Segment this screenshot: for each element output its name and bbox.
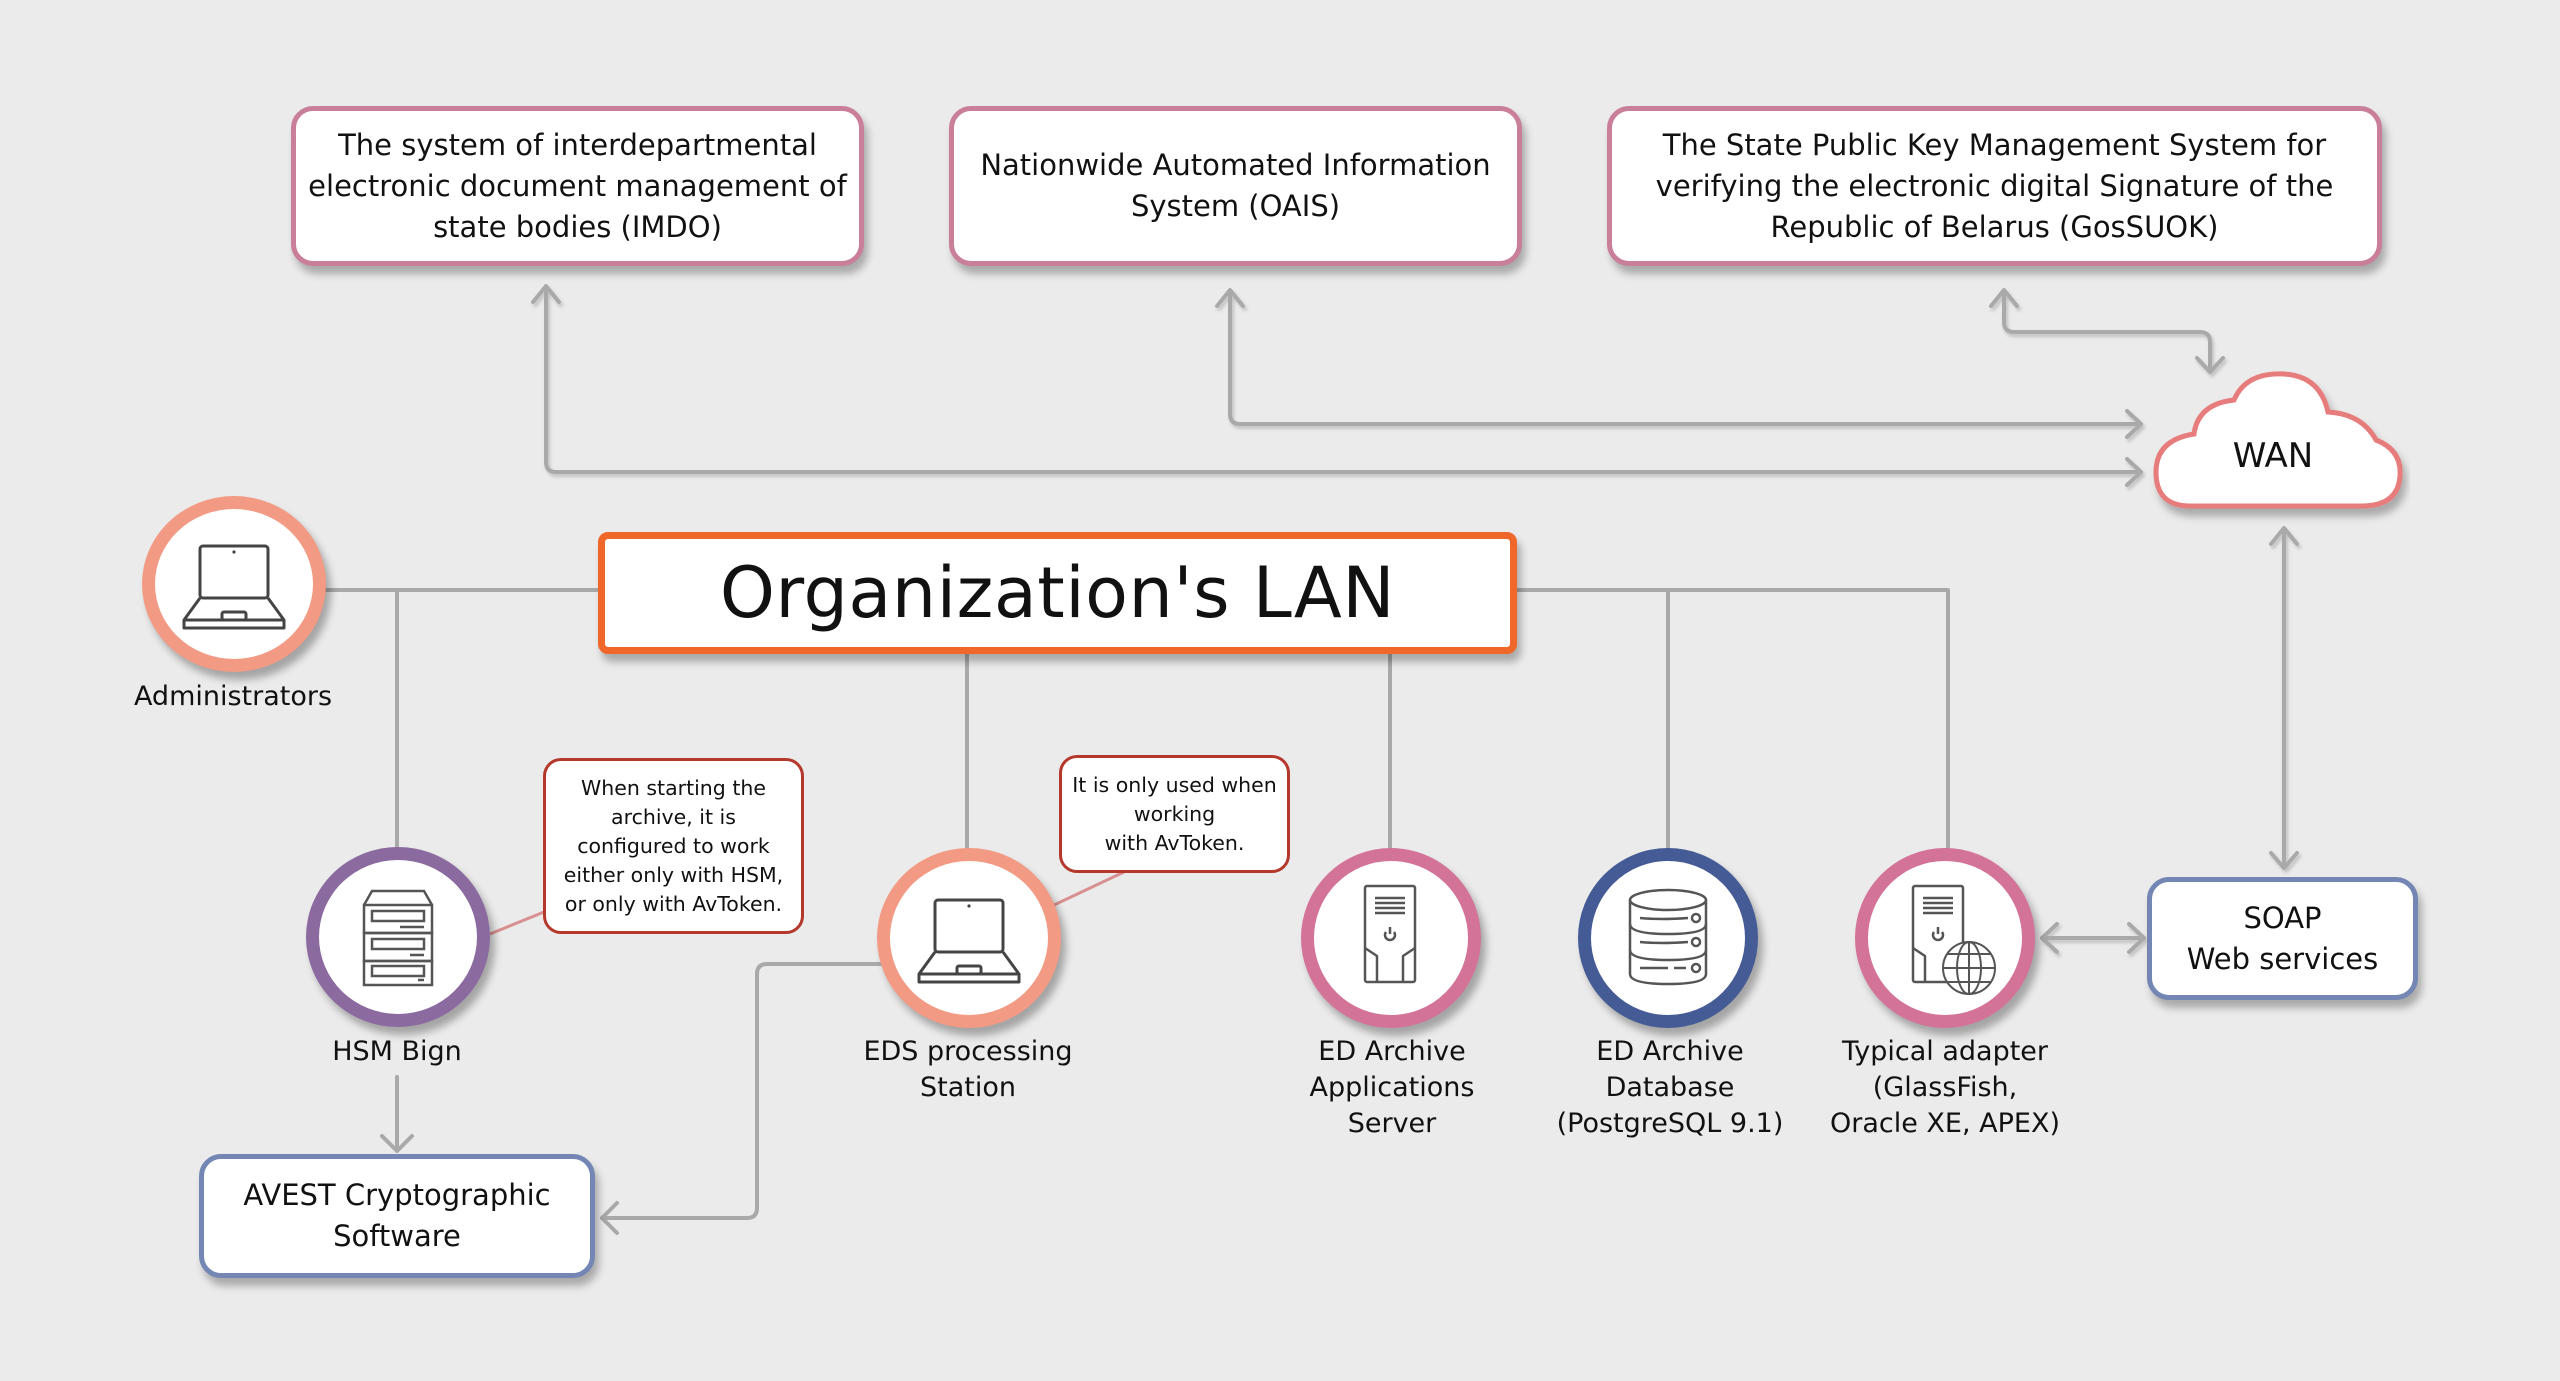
imdo-system-label: The system of interdepartmental electron… — [308, 127, 847, 244]
oais-system-box[interactable]: Nationwide Automated Information System … — [949, 106, 1522, 266]
gossuok-system-label: The State Public Key Management System f… — [1655, 127, 2334, 244]
typical-adapter-node[interactable] — [1855, 848, 2035, 1028]
arrow-imdo-wan — [531, 284, 2143, 487]
arrow-hsm-to-avest — [380, 1075, 414, 1153]
avest-software-box[interactable]: AVEST Cryptographic Software — [199, 1154, 595, 1278]
oais-system-label: Nationwide Automated Information System … — [980, 148, 1491, 223]
eds-note: It is only used when working with AvToke… — [1059, 755, 1290, 873]
imdo-system-box[interactable]: The system of interdepartmental electron… — [291, 106, 864, 266]
arrow-oais-wan — [1215, 288, 2143, 439]
soap-web-services-label: SOAP Web services — [2186, 900, 2379, 976]
administrators-node[interactable] — [142, 496, 326, 672]
database-node[interactable] — [1578, 848, 1758, 1028]
hsm-note-text: When starting the archive, it is configu… — [563, 775, 784, 916]
hsm-server-rack-icon — [362, 889, 434, 987]
eds-station-label: EDS processing Station — [863, 1036, 1073, 1103]
hsm-note: When starting the archive, it is configu… — [543, 758, 804, 934]
hsm-label: HSM Bign — [332, 1036, 462, 1067]
arrow-wan-soap — [2269, 526, 2299, 870]
arrow-eds-to-avest — [600, 962, 882, 1235]
database-icon — [1628, 888, 1708, 986]
organization-lan-box[interactable]: Organization's LAN — [598, 532, 1517, 654]
note-tail-eds — [1053, 870, 1125, 907]
eds-station-node[interactable] — [877, 848, 1061, 1028]
note-tail-hsm — [489, 910, 545, 936]
laptop-icon — [917, 898, 1021, 984]
gossuok-system-box[interactable]: The State Public Key Management System f… — [1607, 106, 2382, 266]
lan-link-right-bus — [1513, 588, 1950, 850]
wan-cloud-icon[interactable] — [2150, 364, 2410, 524]
web-server-globe-icon — [1911, 884, 1996, 995]
eds-note-text: It is only used when working with AvToke… — [1072, 772, 1277, 855]
app-server-label: ED Archive Applications Server — [1309, 1036, 1475, 1139]
app-server-node[interactable] — [1301, 848, 1481, 1028]
laptop-icon — [182, 544, 286, 630]
hsm-node[interactable] — [306, 847, 490, 1027]
arrow-adapter-soap — [2040, 922, 2146, 954]
avest-software-label: AVEST Cryptographic Software — [243, 1178, 551, 1253]
typical-adapter-label: Typical adapter (GlassFish, Oracle XE, A… — [1829, 1036, 2061, 1139]
administrators-label: Administrators — [133, 681, 333, 712]
organization-lan-label: Organization's LAN — [719, 552, 1396, 634]
database-label: ED Archive Database (PostgreSQL 9.1) — [1556, 1036, 1784, 1139]
wan-label: WAN — [2232, 436, 2314, 476]
soap-web-services-box[interactable]: SOAP Web services — [2147, 877, 2418, 1000]
server-tower-icon — [1363, 884, 1417, 984]
arrow-gossuok-wan — [1989, 288, 2225, 374]
